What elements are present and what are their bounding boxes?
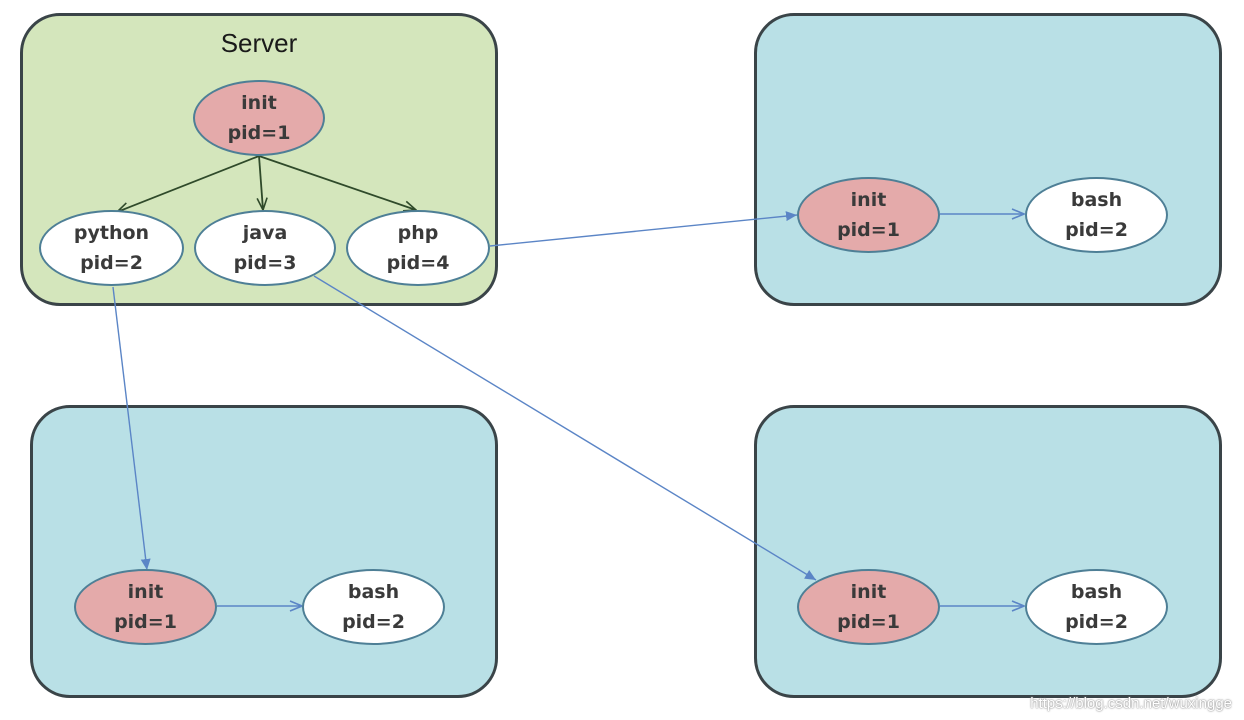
java-name: java (242, 222, 288, 244)
container3-bash-name: bash (1070, 581, 1123, 603)
container-box-bottom-right (754, 405, 1222, 698)
container1-init-name: init (850, 189, 887, 211)
container2-init-name: init (127, 581, 164, 603)
container1-bash-node: bash pid=2 (1025, 177, 1168, 253)
container3-init-name: init (850, 581, 887, 603)
map-arrow-python-to-container (112, 286, 151, 571)
python-name: python (73, 222, 150, 244)
map-arrow-java-to-container (313, 275, 817, 581)
container2-init-node: init pid=1 (74, 569, 217, 645)
container1-init-pid: pid=1 (837, 219, 900, 241)
server-init-name: init (241, 92, 277, 114)
watermark-text: https://blog.csdn.net/wuxingge (1030, 695, 1232, 712)
server-init-node: init pid=1 (193, 80, 325, 156)
container1-init-node: init pid=1 (797, 177, 940, 253)
map-arrow-php-to-container (489, 211, 798, 247)
server-python-node: python pid=2 (39, 210, 184, 286)
container3-init-node: init pid=1 (797, 569, 940, 645)
container2-init-pid: pid=1 (114, 611, 177, 633)
container-box-top-right (754, 13, 1222, 306)
container-box-bottom-left (30, 405, 498, 698)
container1-bash-name: bash (1070, 189, 1123, 211)
container2-bash-pid: pid=2 (342, 611, 405, 633)
tree-arrow-init-python (117, 155, 260, 212)
container2-bash-node: bash pid=2 (302, 569, 445, 645)
container2-bash-name: bash (347, 581, 400, 603)
tree-arrow-init-java (259, 155, 263, 210)
container3-bash-pid: pid=2 (1065, 611, 1128, 633)
server-java-node: java pid=3 (194, 210, 336, 286)
server-title: Server (220, 28, 298, 58)
tree-arrow-init-php (258, 155, 416, 210)
container1-bash-pid: pid=2 (1065, 219, 1128, 241)
php-name: php (397, 222, 439, 244)
python-pid: pid=2 (80, 252, 143, 274)
server-init-pid: pid=1 (227, 122, 291, 144)
server-php-node: php pid=4 (346, 210, 490, 286)
container3-bash-node: bash pid=2 (1025, 569, 1168, 645)
php-pid: pid=4 (386, 252, 450, 274)
java-pid: pid=3 (233, 252, 297, 274)
container3-init-pid: pid=1 (837, 611, 900, 633)
